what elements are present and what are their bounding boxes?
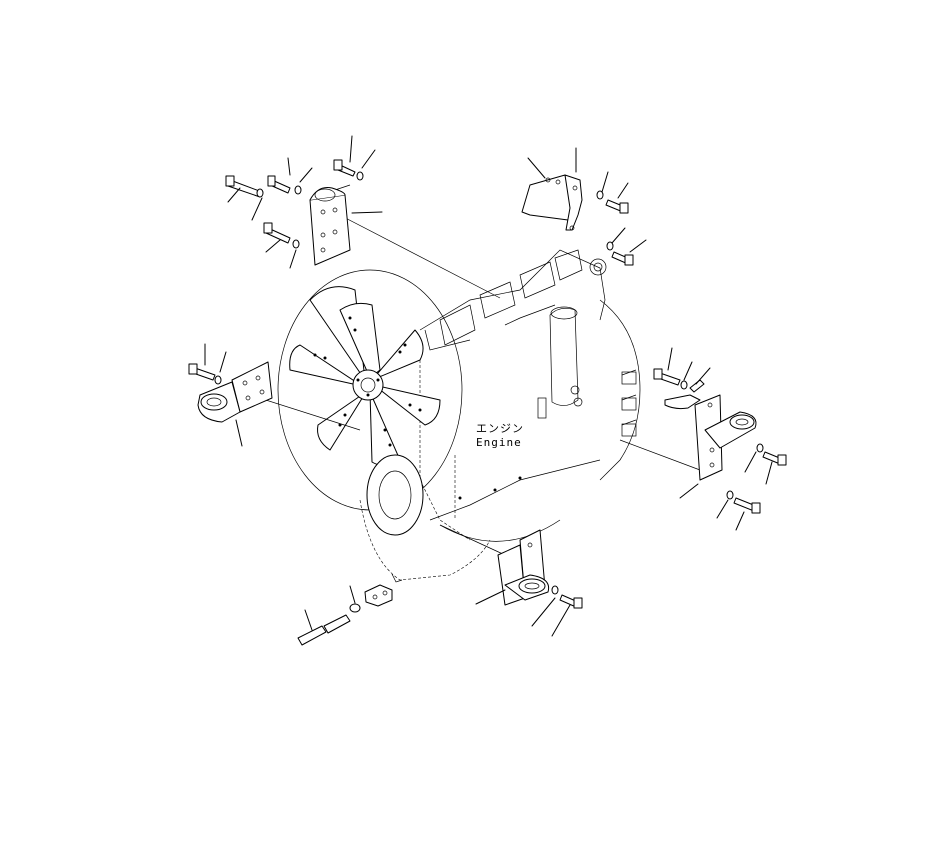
lower-mount-bracket bbox=[497, 529, 550, 606]
bolt-set-bottom bbox=[551, 585, 583, 609]
bolt-set-top-right bbox=[596, 190, 634, 266]
front-left-mount-bracket bbox=[309, 187, 351, 266]
dowel-pin-set bbox=[297, 584, 393, 646]
bolt-set-top-left bbox=[225, 159, 364, 249]
rear-top-mount-bracket bbox=[521, 174, 583, 231]
leaders-left bbox=[204, 343, 243, 447]
cooling-fan bbox=[277, 269, 463, 536]
front-lower-mount-bracket bbox=[197, 361, 273, 423]
engine-label-jp: エンジン bbox=[476, 422, 524, 435]
leaders-top-left bbox=[227, 135, 383, 269]
leaders-bottom bbox=[475, 589, 571, 637]
leaders-top-right bbox=[527, 147, 647, 253]
centerlines bbox=[249, 184, 701, 556]
leaders-pins bbox=[304, 585, 356, 631]
rear-right-mount-bracket bbox=[664, 394, 757, 481]
engine-label-en: Engine bbox=[476, 436, 522, 449]
leaders-right bbox=[667, 347, 773, 531]
engine-body bbox=[359, 249, 641, 583]
bolt-set-left bbox=[188, 363, 222, 385]
bolt-set-right bbox=[653, 368, 787, 514]
